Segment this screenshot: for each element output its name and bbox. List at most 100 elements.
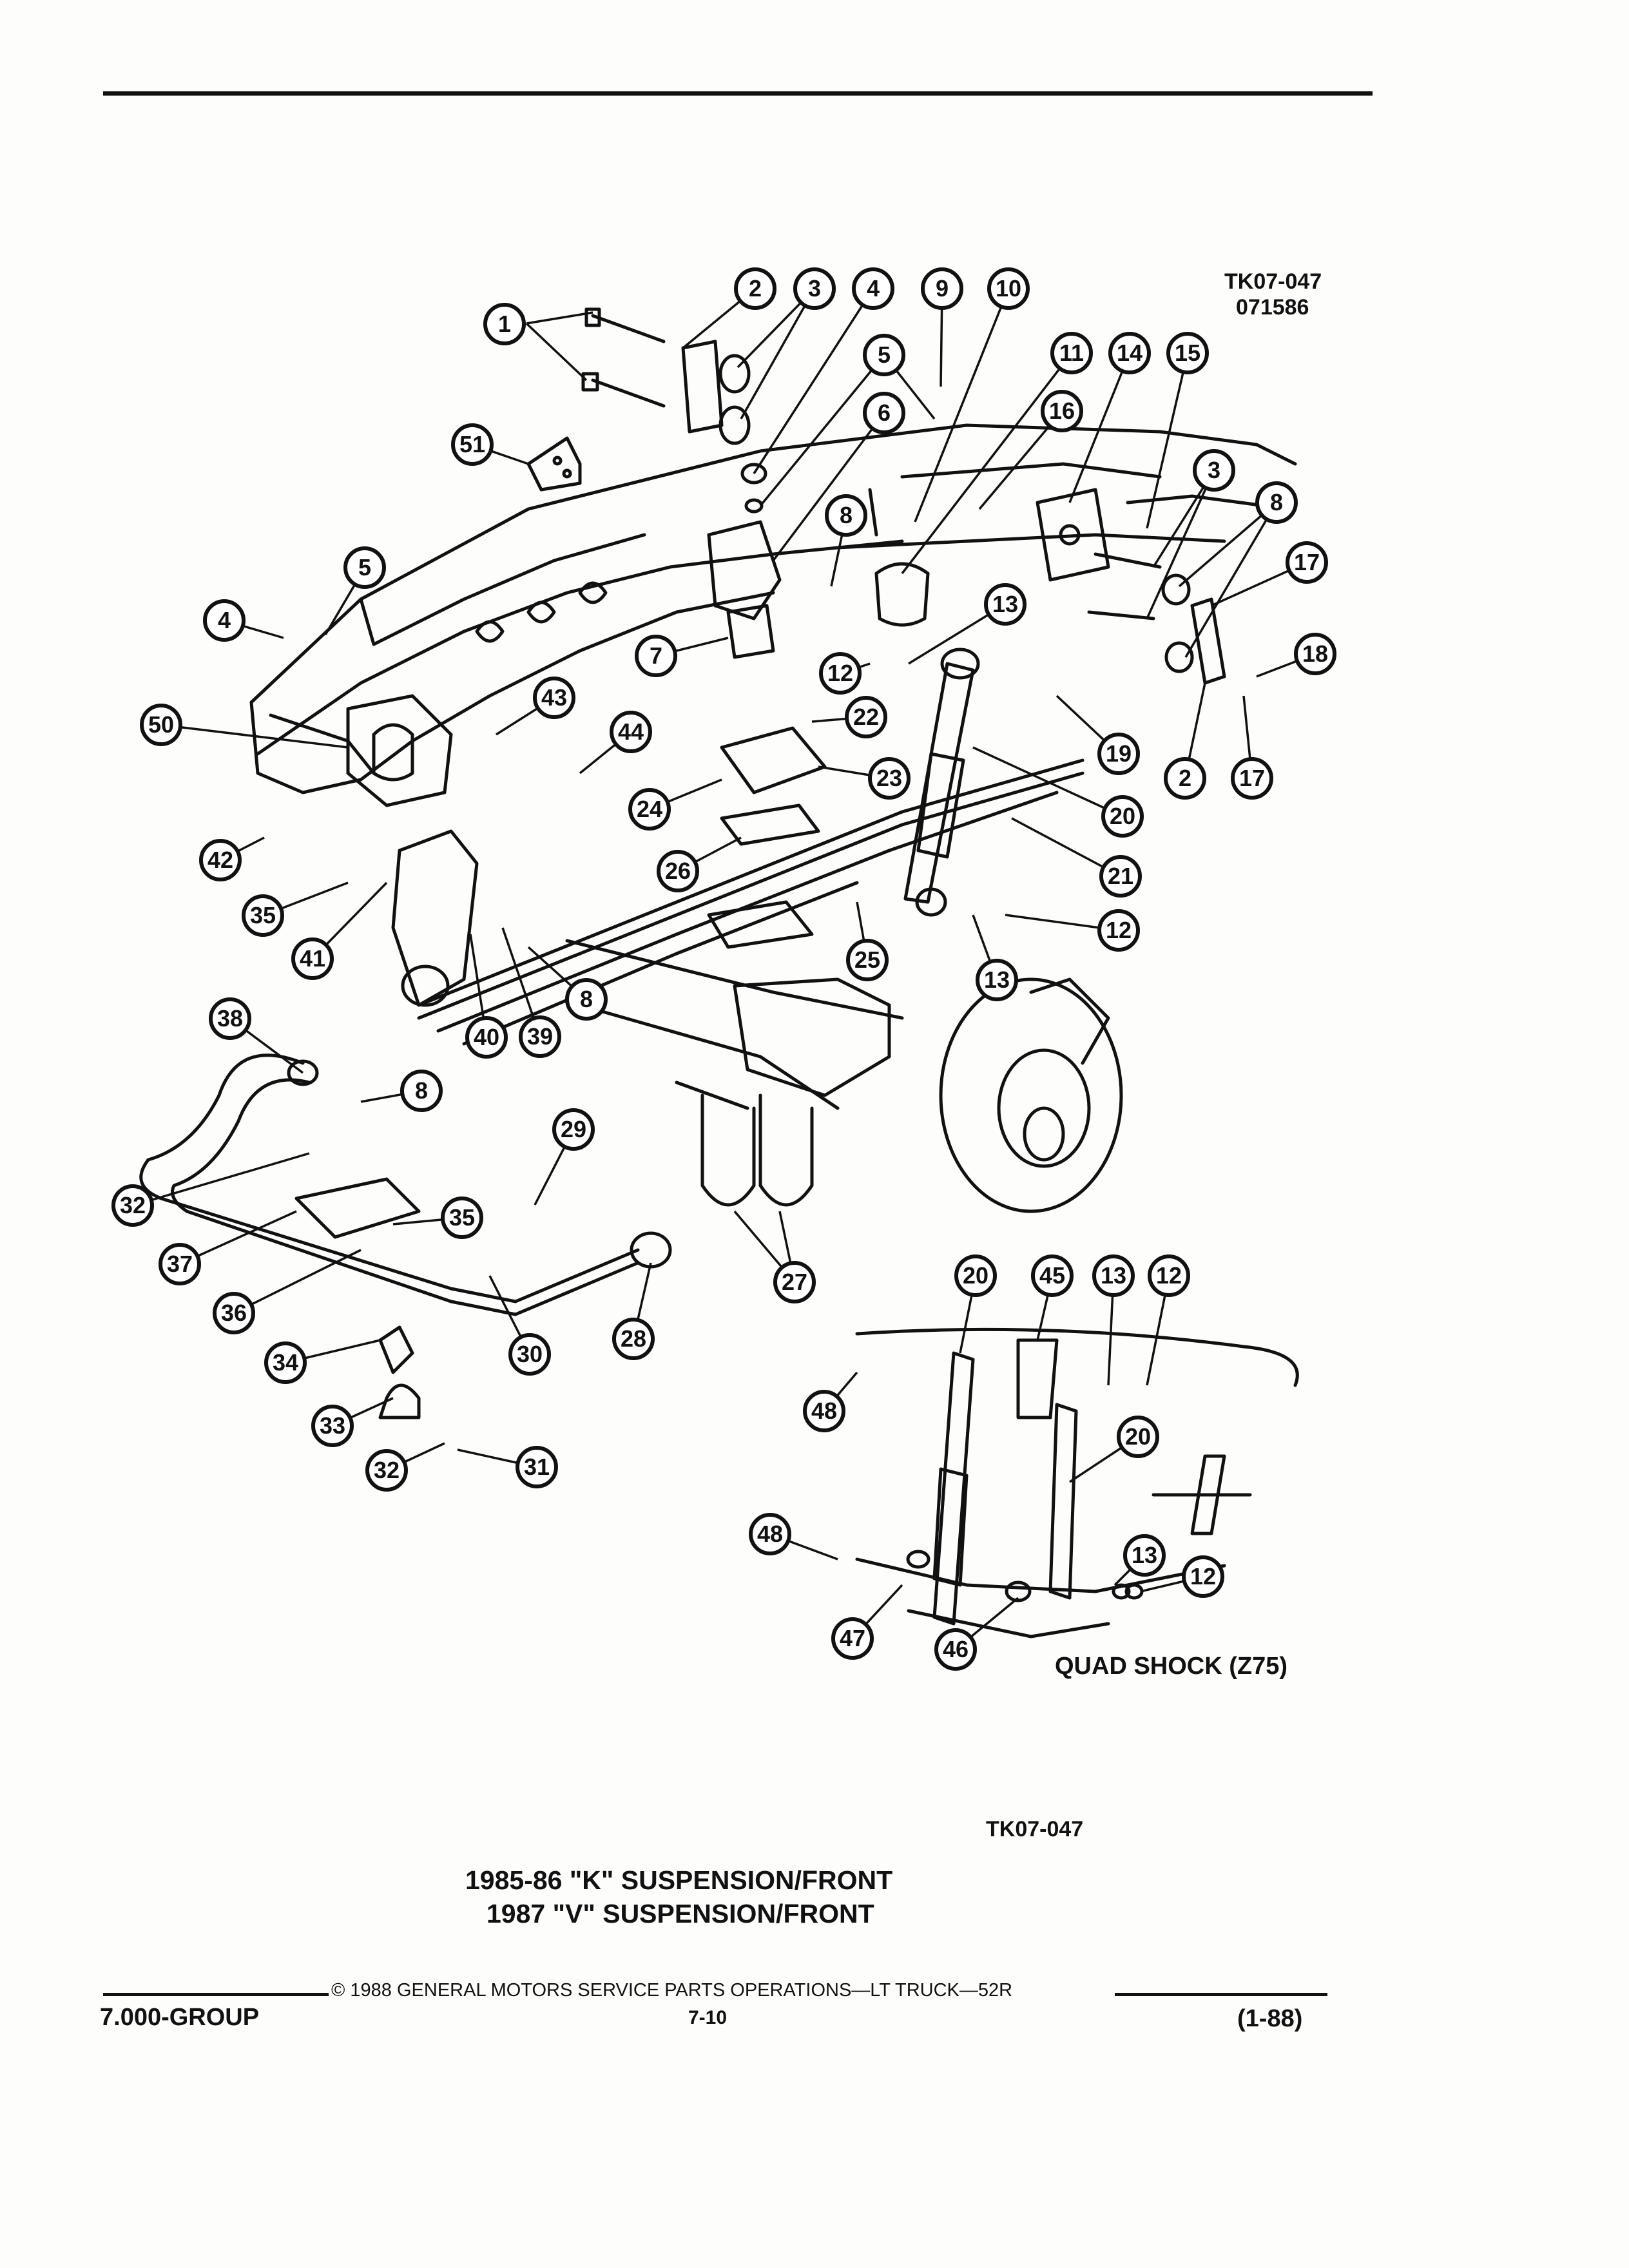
front-crossmember (346, 694, 453, 807)
callout-40: 40 (465, 1016, 508, 1059)
footer-revision: (1-88) (1237, 2005, 1303, 2032)
callout-circle (1101, 795, 1144, 838)
callout-5: 5 (863, 334, 905, 376)
callout-18: 18 (1294, 633, 1336, 675)
callout-48: 48 (803, 1390, 845, 1432)
callout-3: 3 (1193, 449, 1235, 492)
callout-number: 28 (621, 1325, 646, 1352)
callout-number: 46 (943, 1636, 969, 1662)
callout-13: 13 (984, 583, 1027, 626)
callout-number: 21 (1108, 863, 1133, 889)
callout-30: 30 (508, 1333, 551, 1376)
callout-number: 8 (1270, 489, 1283, 515)
callout-27: 27 (773, 1261, 816, 1303)
callout-32: 32 (365, 1449, 408, 1492)
callout-circle (365, 1449, 408, 1492)
callout-circle (1193, 449, 1235, 492)
callout-3: 3 (793, 267, 836, 310)
callout-circle (819, 652, 862, 695)
callout-circle (773, 1261, 816, 1303)
callout-8: 8 (1255, 481, 1298, 524)
callout-16: 16 (1041, 390, 1083, 432)
callout-number: 48 (811, 1398, 837, 1424)
inset-label: QUAD SHOCK (Z75) (1055, 1653, 1288, 1680)
callout-circle (400, 1070, 443, 1112)
callout-number: 5 (878, 341, 891, 368)
callout-number: 31 (524, 1454, 550, 1480)
callout-circle (1050, 332, 1093, 374)
callout-41: 41 (291, 937, 334, 980)
bracket-51 (526, 436, 582, 492)
callout-number: 23 (876, 765, 902, 791)
callout-circle (984, 583, 1027, 626)
callout-circle (845, 696, 887, 738)
callout-number: 47 (840, 1625, 865, 1651)
callout-2: 2 (734, 267, 776, 310)
callout-number: 27 (782, 1269, 807, 1295)
callout-circle (921, 267, 963, 310)
callout-5: 5 (343, 546, 386, 589)
bolts-1 (581, 307, 666, 408)
callout-26: 26 (657, 850, 699, 892)
title-line-2: 1987 "V" SUSPENSION/FRONT (487, 1899, 874, 1928)
callout-43: 43 (533, 677, 575, 719)
callout-number: 35 (250, 902, 276, 928)
callout-number: 2 (1179, 765, 1191, 791)
callout-24: 24 (628, 788, 671, 831)
callout-47: 47 (831, 1617, 874, 1660)
callout-11: 11 (1050, 332, 1093, 374)
callout-number: 12 (1156, 1262, 1182, 1289)
callout-number: 11 (1059, 340, 1084, 366)
callout-33: 33 (311, 1405, 354, 1447)
callout-10: 10 (987, 267, 1030, 310)
callout-8: 8 (565, 978, 608, 1021)
callout-13: 13 (1092, 1254, 1135, 1297)
shackle-2-rear (1087, 552, 1226, 685)
bump-stop-11 (874, 562, 930, 627)
callout-number: 18 (1302, 640, 1328, 667)
callout-9: 9 (921, 267, 963, 310)
quad-shock-inset (855, 1327, 1299, 1639)
callout-circle (803, 1390, 845, 1432)
callout-6: 6 (863, 392, 905, 434)
callout-circle (749, 1513, 791, 1555)
shock-absorber-20 (903, 648, 980, 917)
callout-circle (628, 788, 671, 831)
callout-circle (213, 1292, 255, 1334)
callout-circle (1182, 1555, 1224, 1598)
callout-35: 35 (242, 894, 284, 937)
callout-21: 21 (1099, 855, 1142, 898)
callout-circle (533, 677, 575, 719)
callout-circle (657, 850, 699, 892)
footer-group: 7.000-GROUP (100, 2004, 260, 2031)
callout-17: 17 (1231, 757, 1273, 800)
drawing-date: 071586 (1236, 295, 1309, 320)
callout-number: 15 (1175, 340, 1200, 366)
callout-number: 2 (749, 275, 762, 302)
callout-circle (552, 1108, 595, 1151)
clamp-parts (378, 1325, 421, 1419)
callout-23: 23 (868, 757, 911, 800)
callout-14: 14 (1108, 332, 1151, 374)
callout-circle (508, 1333, 551, 1376)
callout-4: 4 (203, 599, 246, 642)
callout-circle (1255, 481, 1298, 524)
callout-number: 4 (867, 275, 880, 302)
callout-20: 20 (1117, 1416, 1159, 1458)
callout-number: 12 (827, 660, 853, 686)
callout-31: 31 (516, 1446, 558, 1488)
callout-circle (793, 267, 836, 310)
leaf-spring-21 (417, 758, 1084, 1046)
callout-38: 38 (209, 997, 251, 1040)
callout-circle (1117, 1416, 1159, 1458)
callout-number: 17 (1239, 765, 1265, 791)
callout-number: 13 (992, 591, 1018, 617)
callout-circle (451, 423, 494, 466)
callout-circle (483, 303, 526, 345)
callout-circle (635, 635, 677, 677)
callout-circle (209, 997, 251, 1040)
callout-number: 13 (1101, 1262, 1126, 1289)
callout-number: 16 (1049, 398, 1075, 424)
callout-42: 42 (199, 839, 242, 881)
